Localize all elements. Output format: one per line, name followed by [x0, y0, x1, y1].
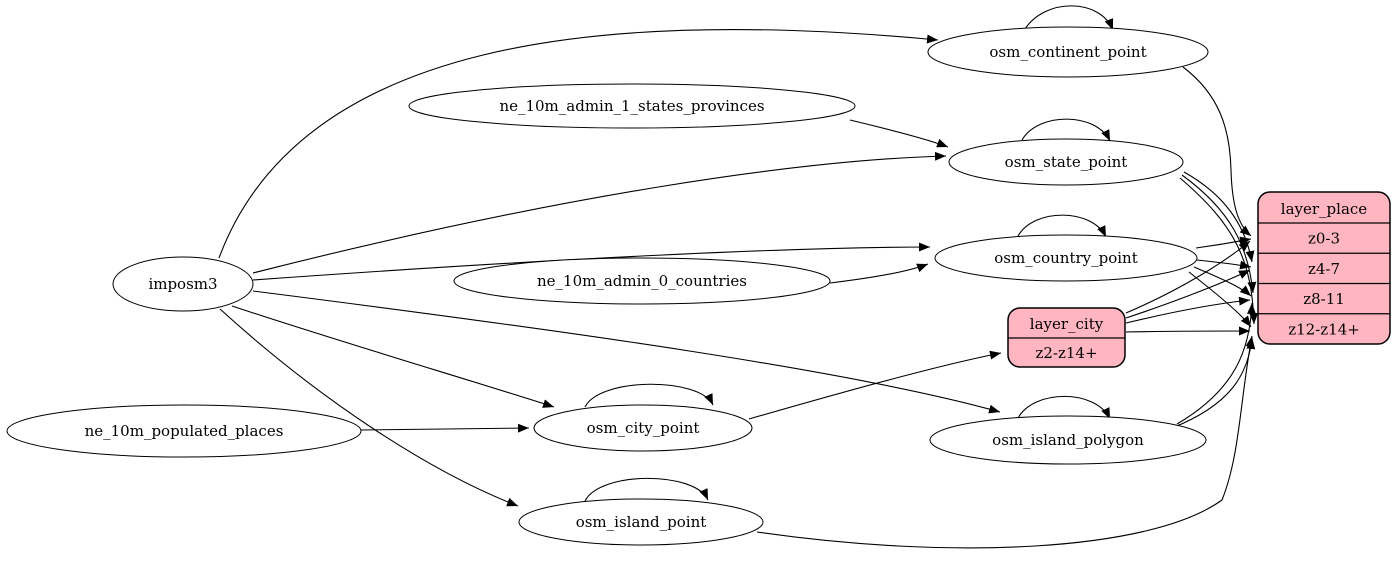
edge-imposm3-to-osm_island_point: [219, 308, 519, 507]
ellipse-osm_continent_point: [927, 26, 1209, 78]
edge-osm_state_point-to-layer_place:z8-11: [1181, 174, 1257, 294]
label-ne_10m_populated_places: ne_10m_populated_places: [85, 422, 284, 440]
ellipse-osm_state_point: [948, 138, 1184, 186]
edge-layer_city-to-layer_place:z12-z14+: [1125, 326, 1251, 336]
edge-osm_country_point-self-loop: [1017, 214, 1107, 238]
label-osm_city_point: osm_city_point: [587, 419, 700, 437]
node-osm_state_point: osm_state_point: [948, 138, 1184, 186]
label-osm_state_point: osm_state_point: [1005, 153, 1128, 171]
edge-osm_state_point-to-layer_place:z4-7: [1183, 171, 1255, 263]
layer_place-row-z12-z14+: z12-z14+: [1288, 320, 1360, 338]
edge-ne_10m_admin_1_states_provinces-to-osm_state_point: [849, 119, 949, 148]
edge-imposm3-to-osm_continent_point: [218, 28, 939, 259]
edge-osm_continent_point-to-layer_place:z0-3: [1182, 66, 1252, 237]
record-layer_place: [1257, 191, 1391, 345]
edge-osm_island_polygon-to-layer_place:z12-z14+: [1171, 337, 1256, 429]
edge-imposm3-to-osm_island_polygon: [252, 290, 1001, 414]
edge-osm_country_point-to-layer_place:z8-11: [1193, 266, 1252, 297]
node-ne_10m_admin_0_countries: ne_10m_admin_0_countries: [453, 257, 831, 305]
ellipse-ne_10m_admin_1_states_provinces: [408, 83, 856, 129]
label-layer_city: layer_city: [1030, 315, 1104, 333]
edge-imposm3-to-osm_country_point: [252, 242, 931, 281]
edge-layer_city-to-layer_place:z0-3: [1125, 240, 1251, 314]
edge-osm_continent_point-self-loop: [1024, 5, 1114, 31]
edge-layer_city-to-layer_place:z8-11: [1125, 296, 1251, 324]
edge-osm_state_point-to-layer_place:z12-z14+: [1179, 177, 1259, 325]
ellipse-osm_island_point: [518, 498, 764, 546]
node-imposm3: imposm3: [112, 256, 254, 312]
node-osm_continent_point: osm_continent_point: [927, 26, 1209, 78]
label-ne_10m_admin_0_countries: ne_10m_admin_0_countries: [537, 272, 747, 290]
label-osm_country_point: osm_country_point: [994, 249, 1138, 267]
ellipse-osm_island_polygon: [929, 415, 1207, 465]
ellipse-ne_10m_populated_places: [6, 404, 362, 458]
label-osm_island_point: osm_island_point: [576, 513, 707, 531]
layer_place-row-z0-3: z0-3: [1308, 230, 1340, 248]
ellipse-imposm3: [112, 256, 254, 312]
label-osm_island_polygon: osm_island_polygon: [992, 431, 1144, 449]
edge-osm_city_point-to-layer_city:z2-z14+: [748, 350, 1002, 420]
ellipse-osm_country_point: [934, 234, 1198, 282]
label-imposm3: imposm3: [148, 275, 217, 293]
layer_place-row-z4-7: z4-7: [1308, 260, 1340, 278]
layer_city-row-z2-z14+: z2-z14+: [1035, 344, 1097, 362]
label-layer_place: layer_place: [1281, 200, 1368, 218]
node-ne_10m_admin_1_states_provinces: ne_10m_admin_1_states_provinces: [408, 83, 856, 129]
label-osm_continent_point: osm_continent_point: [989, 43, 1146, 61]
node-layer_city: layer_city z2-z14+: [1007, 307, 1126, 368]
edge-osm_country_point-to-layer_place:z4-7: [1196, 259, 1252, 270]
label-ne_10m_admin_1_states_provinces: ne_10m_admin_1_states_provinces: [499, 97, 764, 115]
edge-layer_city-to-layer_place:z4-7: [1125, 269, 1251, 319]
edge-osm_country_point-to-layer_place:z0-3: [1195, 236, 1252, 249]
edge-imposm3-to-osm_state_point: [252, 151, 947, 274]
edge-osm_state_point-self-loop: [1021, 118, 1111, 142]
edge-osm_island_polygon-self-loop: [1017, 395, 1111, 420]
edge-imposm3-to-osm_city_point: [231, 305, 555, 408]
node-osm_city_point: osm_city_point: [533, 404, 753, 452]
node-osm_country_point: osm_country_point: [934, 234, 1198, 282]
edge-osm_city_point-self-loop: [584, 383, 714, 408]
node-ne_10m_populated_places: ne_10m_populated_places: [6, 404, 362, 458]
edge-ne_10m_admin_0_countries-to-osm_country_point: [829, 263, 929, 284]
node-layer_place: layer_place z0-3 z4-7 z8-11 z12-z14+: [1257, 191, 1391, 345]
edge-ne_10m_populated_places-to-osm_city_point: [360, 423, 530, 433]
node-osm_island_point: osm_island_point: [518, 498, 764, 546]
node-osm_island_polygon: osm_island_polygon: [929, 415, 1207, 465]
edge-osm_island_polygon-to-layer_place:z8-11: [1176, 302, 1257, 425]
ellipse-osm_city_point: [533, 404, 753, 452]
layer_place-row-z8-11: z8-11: [1303, 290, 1345, 308]
edge-osm_island_point-to-layer_place:z12-z14+: [756, 335, 1255, 549]
edge-osm_island_point-self-loop: [584, 477, 709, 502]
edge-osm_country_point-to-layer_place:z12-z14+: [1188, 271, 1252, 328]
ellipse-ne_10m_admin_0_countries: [453, 257, 831, 305]
